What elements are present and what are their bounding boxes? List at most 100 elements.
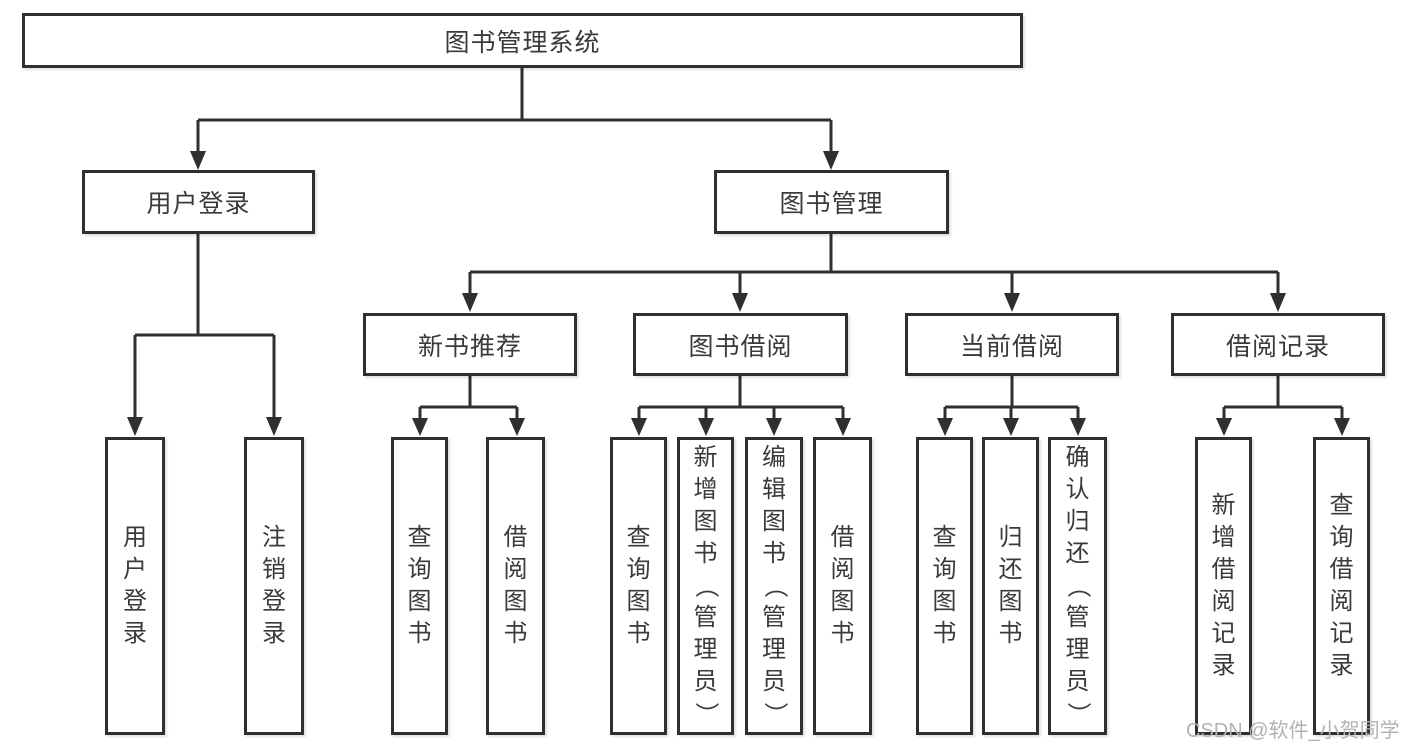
- vertical-char: 录: [1211, 652, 1236, 679]
- leaf-add-books-admin: 新增图书（管理员）: [677, 437, 734, 735]
- arrow-down-icon: [631, 418, 647, 436]
- vertical-char: 登: [262, 588, 286, 615]
- vertical-char: 图: [693, 508, 718, 535]
- arrow-down-icon: [412, 418, 428, 436]
- vertical-char: 图: [762, 508, 786, 535]
- vertical-char: 书: [762, 540, 786, 567]
- vertical-char: 新: [693, 444, 718, 471]
- vertical-char: 询: [1329, 524, 1354, 551]
- vertical-char: 阅: [830, 556, 855, 583]
- node-book-management: 图书管理: [714, 170, 949, 234]
- vertical-char: 销: [262, 556, 286, 583]
- vertical-char: 询: [626, 556, 651, 583]
- arrow-down-icon: [509, 418, 525, 436]
- csdn-watermark: CSDN @软件_小贺同学: [1186, 720, 1400, 742]
- vertical-char: ）: [1064, 702, 1092, 726]
- vertical-char: 辑: [762, 476, 786, 503]
- vertical-char: 书: [998, 620, 1023, 647]
- connector-root-to-level2: [190, 68, 839, 170]
- vertical-char: 管: [762, 604, 786, 631]
- vertical-char: 确: [1065, 444, 1090, 471]
- arrow-down-icon: [190, 151, 206, 170]
- arrow-down-icon: [127, 417, 143, 436]
- vertical-char: 询: [932, 556, 957, 583]
- arrow-down-icon: [462, 293, 478, 312]
- node-current-borrow: 当前借阅: [905, 313, 1119, 376]
- vertical-char: 阅: [1329, 588, 1354, 615]
- connector-book-borrow-to-leaves: [631, 376, 851, 436]
- vertical-char: 录: [262, 620, 286, 647]
- vertical-char: 新: [1211, 492, 1236, 519]
- vertical-char: 员: [762, 668, 786, 695]
- vertical-char: 增: [1211, 524, 1236, 551]
- vertical-char: 还: [1065, 540, 1090, 567]
- vertical-char: 阅: [503, 556, 528, 583]
- arrow-down-icon: [823, 151, 839, 170]
- connector-user-login-to-leaves: [127, 234, 282, 436]
- leaf-add-borrow-record: 新增借阅记录: [1195, 437, 1252, 735]
- vertical-char: 查: [626, 524, 651, 551]
- vertical-char: 图: [830, 588, 855, 615]
- connector-current-borrow-to-leaves: [937, 376, 1086, 436]
- vertical-char: 图: [998, 588, 1023, 615]
- node-library-management-system: 图书管理系统: [22, 13, 1023, 68]
- leaf-borrow-books-1: 借阅图书: [486, 437, 545, 735]
- vertical-char: ）: [761, 702, 788, 726]
- vertical-char: 图: [503, 588, 528, 615]
- arrow-down-icon: [1004, 293, 1020, 312]
- arrow-down-icon: [698, 418, 714, 436]
- vertical-char: 书: [626, 620, 651, 647]
- arrow-down-icon: [937, 418, 953, 436]
- vertical-char: 录: [123, 620, 147, 647]
- vertical-char: 图: [626, 588, 651, 615]
- vertical-char: 还: [998, 556, 1023, 583]
- connector-new-books-to-leaves: [412, 376, 525, 436]
- node-user-login: 用户登录: [82, 170, 315, 234]
- leaf-edit-books-admin: 编辑图书（管理员）: [745, 437, 803, 735]
- vertical-char: 用: [123, 524, 147, 551]
- vertical-char: 书: [503, 620, 528, 647]
- vertical-char: 员: [1065, 668, 1090, 695]
- vertical-char: 认: [1065, 476, 1090, 503]
- connector-book-management-to-level3: [462, 234, 1286, 312]
- vertical-char: 书: [932, 620, 957, 647]
- arrow-down-icon: [1270, 293, 1286, 312]
- arrow-down-icon: [1334, 418, 1350, 436]
- arrow-down-icon: [732, 293, 748, 312]
- vertical-char: 借: [1329, 556, 1354, 583]
- vertical-char: 图: [407, 588, 432, 615]
- vertical-char: 书: [830, 620, 855, 647]
- vertical-char: （: [692, 574, 720, 598]
- node-new-book-recommend: 新书推荐: [363, 313, 577, 376]
- leaf-user-login: 用户登录: [105, 437, 165, 735]
- arrow-down-icon: [835, 418, 851, 436]
- leaf-query-books-2: 查询图书: [610, 437, 667, 735]
- vertical-char: 登: [123, 588, 147, 615]
- arrow-down-icon: [766, 418, 782, 436]
- connector-borrow-records-to-leaves: [1216, 376, 1350, 436]
- vertical-char: 借: [830, 524, 855, 551]
- arrow-down-icon: [1070, 418, 1086, 436]
- vertical-char: 增: [693, 476, 718, 503]
- vertical-char: 管: [1065, 604, 1090, 631]
- leaf-query-books-3: 查询图书: [916, 437, 973, 735]
- vertical-char: 管: [693, 604, 718, 631]
- vertical-char: 借: [503, 524, 528, 551]
- vertical-char: 借: [1211, 556, 1236, 583]
- vertical-char: ）: [692, 702, 720, 726]
- leaf-query-books-1: 查询图书: [391, 437, 448, 735]
- vertical-char: 理: [1065, 636, 1090, 663]
- vertical-char: （: [1064, 574, 1092, 598]
- vertical-char: 图: [932, 588, 957, 615]
- node-book-borrow: 图书借阅: [633, 313, 848, 376]
- leaf-borrow-books-2: 借阅图书: [813, 437, 872, 735]
- vertical-char: 编: [762, 444, 786, 471]
- vertical-char: 录: [1329, 652, 1354, 679]
- node-borrow-records: 借阅记录: [1171, 313, 1385, 376]
- vertical-char: 员: [693, 668, 718, 695]
- arrow-down-icon: [1003, 418, 1019, 436]
- vertical-char: 记: [1329, 620, 1354, 647]
- vertical-char: 书: [693, 540, 718, 567]
- leaf-confirm-return-admin: 确认归还（管理员）: [1048, 437, 1107, 735]
